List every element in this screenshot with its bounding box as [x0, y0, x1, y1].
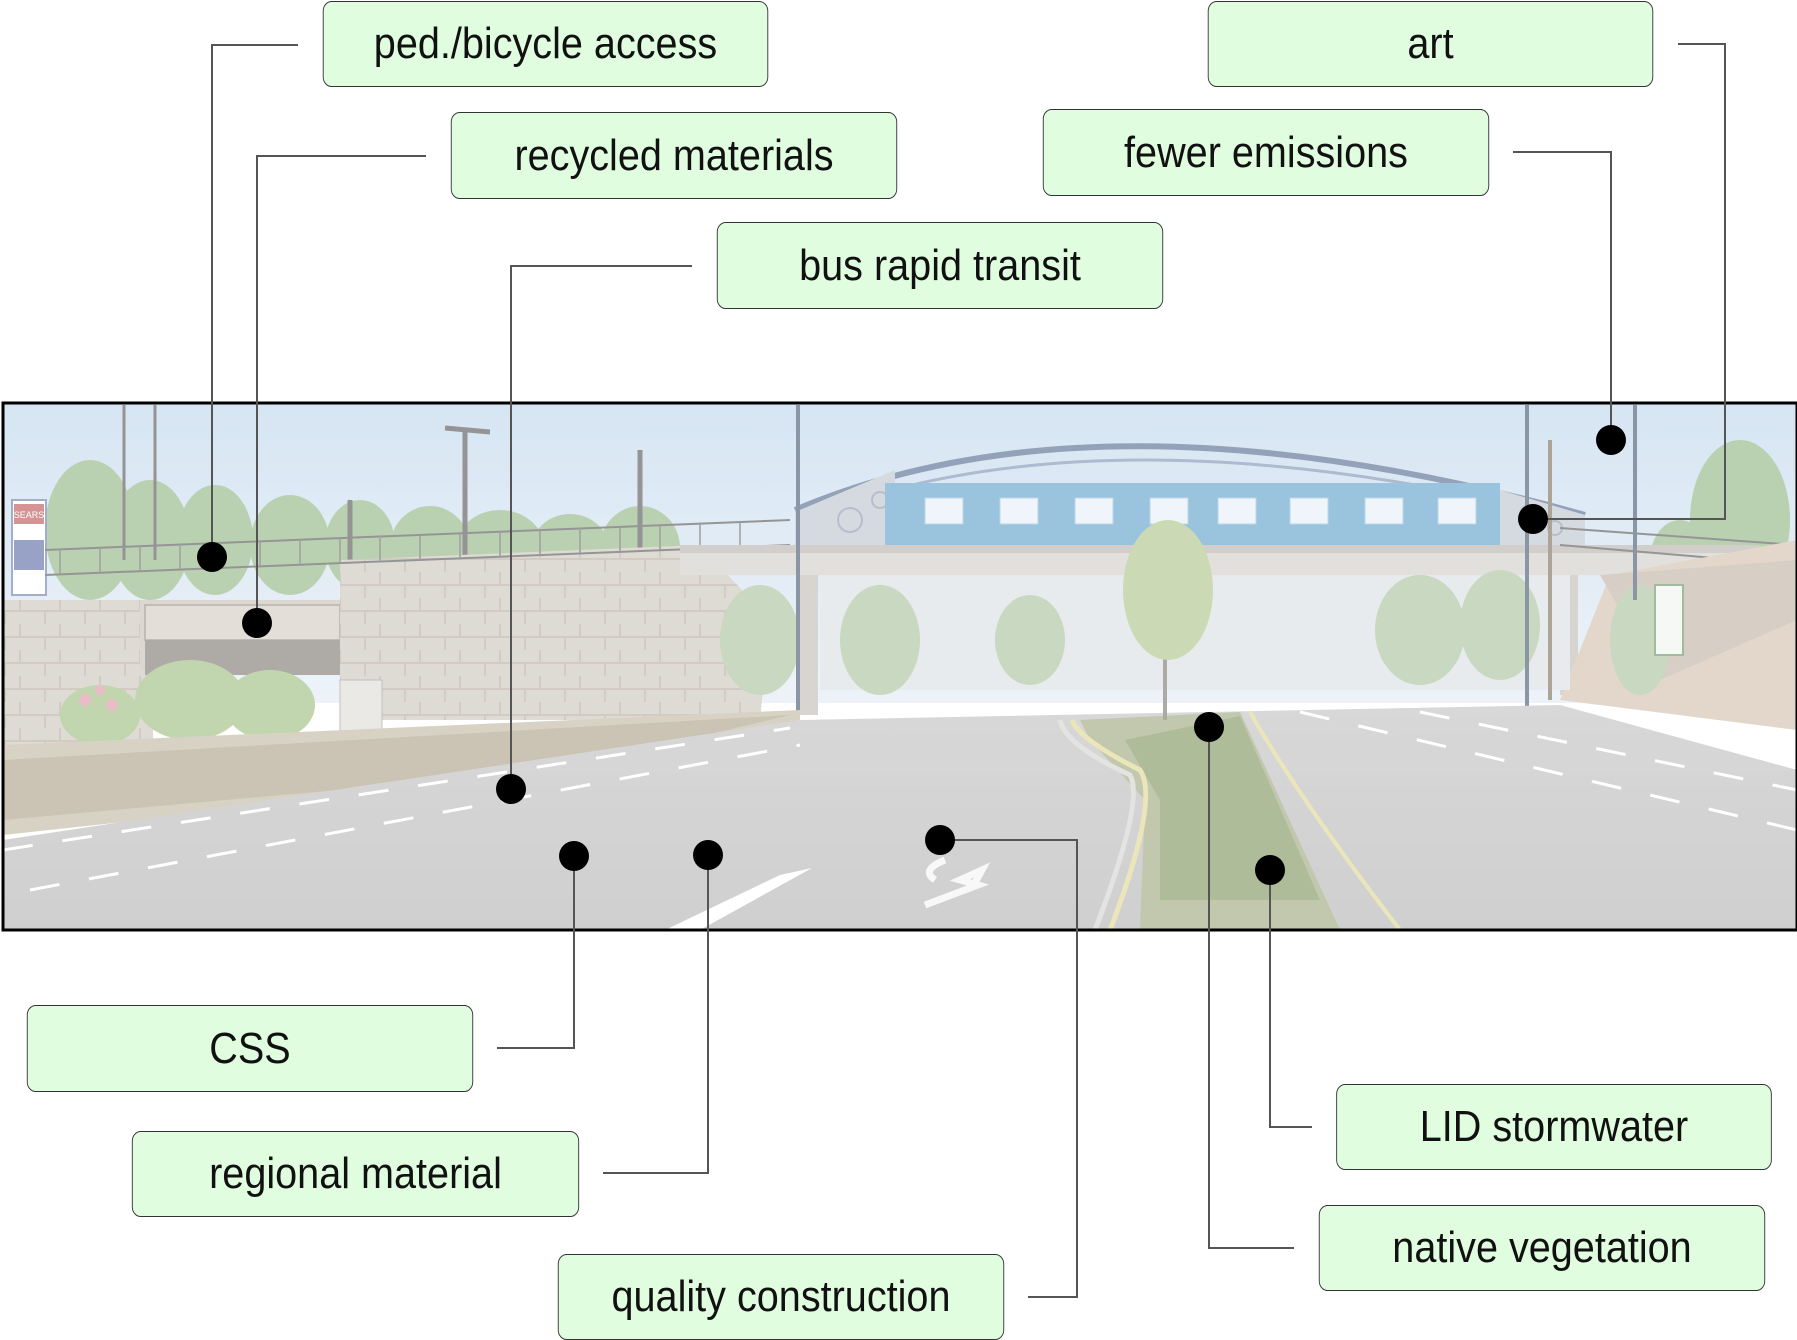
marker-native — [1194, 712, 1224, 742]
store-sign-text: SEARS — [14, 510, 45, 520]
leader-lid — [1269, 870, 1312, 1128]
label-lid-stormwater: LID stormwater — [1336, 1084, 1772, 1170]
label-regional-material: regional material — [131, 1131, 580, 1217]
leader-recycled — [256, 155, 426, 623]
label-fewer-emissions: fewer emissions — [1042, 109, 1490, 196]
label-art: art — [1207, 1, 1654, 87]
label-recycled-materials-text: recycled materials — [514, 130, 834, 180]
leader-native — [1208, 727, 1294, 1249]
label-regional-material-text: regional material — [209, 1149, 502, 1198]
leader-quality — [940, 839, 1078, 1298]
marker-recycled — [242, 608, 272, 638]
label-lid-stormwater-text: LID stormwater — [1419, 1102, 1689, 1151]
label-art-text: art — [1407, 19, 1454, 68]
label-quality-construction-text: quality construction — [611, 1272, 951, 1321]
marker-ped-bicycle — [197, 542, 227, 572]
label-native-vegetation: native vegetation — [1318, 1205, 1766, 1291]
leader-regional — [603, 855, 709, 1174]
leader-bus-rapid — [510, 265, 692, 789]
marker-css — [559, 841, 589, 871]
label-css-text: CSS — [209, 1023, 291, 1073]
label-css: CSS — [26, 1005, 474, 1092]
marker-regional — [693, 840, 723, 870]
leader-css — [497, 856, 575, 1049]
leader-ped-bicycle — [211, 44, 298, 557]
label-ped-bicycle-access: ped./bicycle access — [322, 1, 769, 87]
label-fewer-emissions-text: fewer emissions — [1124, 127, 1408, 177]
leader-art — [1533, 43, 1726, 520]
leader-fewer-emissions — [1513, 151, 1612, 440]
label-ped-bicycle-access-text: ped./bicycle access — [373, 19, 718, 68]
marker-bus-rapid — [496, 774, 526, 804]
label-quality-construction: quality construction — [557, 1254, 1005, 1340]
label-bus-rapid-transit-text: bus rapid transit — [799, 240, 1081, 290]
marker-art — [1518, 504, 1548, 534]
marker-fewer-emissions — [1596, 425, 1626, 455]
label-recycled-materials: recycled materials — [450, 112, 898, 199]
marker-lid — [1255, 855, 1285, 885]
label-native-vegetation-text: native vegetation — [1392, 1223, 1692, 1272]
label-bus-rapid-transit: bus rapid transit — [716, 222, 1164, 309]
marker-quality — [925, 825, 955, 855]
